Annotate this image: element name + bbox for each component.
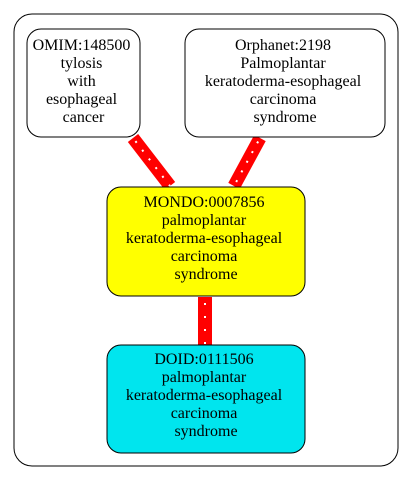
node-omim-line-2: with xyxy=(67,73,95,90)
node-orphanet[interactable]: Orphanet:2198 Palmoplantar keratoderma-e… xyxy=(184,28,386,138)
node-omim-line-4: cancer xyxy=(63,109,105,126)
cluster-border xyxy=(13,13,399,467)
svg-text:DOID:0111506 palmoplanta: DOID:0111506 palmoplantar keratoderma-es… xyxy=(126,351,286,440)
node-doid-line-1: palmoplantar xyxy=(162,369,247,386)
edges xyxy=(127,134,266,345)
node-orphanet-line-3: carcinoma xyxy=(250,91,317,108)
node-omim-line-1: tylosis xyxy=(61,55,103,72)
node-doid[interactable]: DOID:0111506 palmoplantar keratoderma-es… xyxy=(106,344,306,454)
edge-orphanet-mondo xyxy=(228,134,266,190)
node-mondo-line-0: MONDO:0007856 xyxy=(144,194,265,211)
svg-text:OMIM:148500 tylosis: OMIM:148500 tylosis with esophageal canc… xyxy=(33,37,135,126)
node-mondo[interactable]: MONDO:0007856 palmoplantar keratoderma-e… xyxy=(106,186,306,297)
node-mondo-line-4: syndrome xyxy=(174,266,237,283)
node-doid-line-2: keratoderma-esophageal xyxy=(126,387,283,404)
node-omim-line-3: esophageal xyxy=(46,91,118,108)
node-doid-line-3: carcinoma xyxy=(171,405,238,422)
node-doid-box xyxy=(106,344,306,454)
node-mondo-box xyxy=(106,186,306,297)
node-orphanet-line-2: keratoderma-esophageal xyxy=(205,73,362,90)
node-omim-line-0: OMIM:148500 xyxy=(33,37,131,54)
node-orphanet-box xyxy=(184,28,386,138)
node-orphanet-line-0: Orphanet:2198 xyxy=(235,37,331,54)
node-orphanet-line-1: Palmoplantar xyxy=(240,55,326,72)
node-mondo-line-2: keratoderma-esophageal xyxy=(126,230,283,247)
edge-omim-mondo xyxy=(127,134,176,190)
node-omim[interactable]: OMIM:148500 tylosis with esophageal canc… xyxy=(26,28,141,138)
node-orphanet-line-4: syndrome xyxy=(253,109,316,126)
node-doid-line-4: syndrome xyxy=(174,423,237,440)
node-doid-line-0: DOID:0111506 xyxy=(154,351,253,368)
node-mondo-line-3: carcinoma xyxy=(171,248,238,265)
svg-text:Orphanet:2198 Palmoplant: Orphanet:2198 Palmoplantar keratoderma-e… xyxy=(205,37,365,126)
node-mondo-line-1: palmoplantar xyxy=(162,212,247,229)
svg-text:MONDO:0007856 palmoplant: MONDO:0007856 palmoplantar keratoderma-e… xyxy=(126,194,286,283)
node-omim-box xyxy=(26,28,141,138)
